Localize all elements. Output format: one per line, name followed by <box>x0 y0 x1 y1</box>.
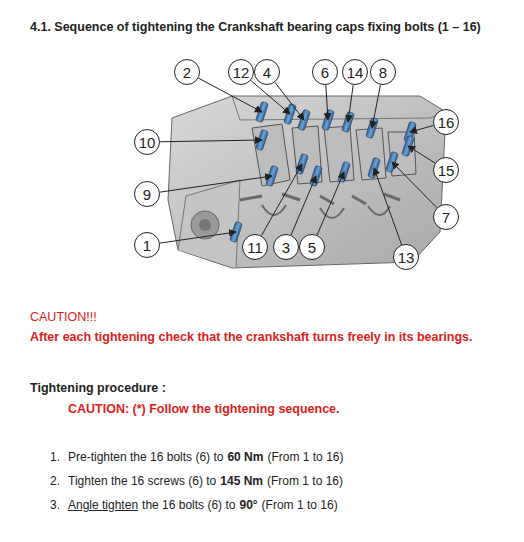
label-text: Pre-tighten the 16 bolts (6) to <box>68 450 223 464</box>
callout-number: 6 <box>321 64 329 81</box>
label-text: the 16 bolts (6) to <box>142 498 235 512</box>
callout-number: 16 <box>438 114 455 131</box>
callout-circle: 8 <box>370 59 396 85</box>
leader-line <box>410 125 433 132</box>
leader-line <box>251 80 290 114</box>
callout-circle: 13 <box>393 244 419 270</box>
callout-number: 8 <box>379 64 387 81</box>
label-text: After each tightening check that the cra… <box>30 330 472 344</box>
callout-circle: 2 <box>174 59 200 85</box>
bearing-caps <box>252 124 416 186</box>
label-text: Angle tighten <box>68 498 138 512</box>
label-text: 2. <box>50 474 60 488</box>
callout-number: 10 <box>139 134 156 151</box>
callout-number: 7 <box>442 209 450 226</box>
callout-circle: 1 <box>134 232 160 258</box>
callout-circle: 5 <box>299 234 325 260</box>
bolts <box>230 101 417 242</box>
leader-line <box>198 78 262 112</box>
label-text: 3. <box>50 498 60 512</box>
leader-line <box>160 232 236 243</box>
leader-line <box>317 172 344 235</box>
callout-number: 9 <box>143 186 151 203</box>
callout-number: 14 <box>347 64 364 81</box>
callout-circle: 4 <box>254 59 280 85</box>
label-text: (From 1 to 16) <box>262 498 338 512</box>
callout-circle: 16 <box>433 109 459 135</box>
callout-number: 3 <box>282 239 290 256</box>
leader-line <box>408 146 435 163</box>
label-text: CAUTION: (*) Follow the tightening seque… <box>68 402 340 416</box>
leader-line <box>160 140 262 142</box>
label-text: 90° <box>239 498 257 512</box>
callout-number: 11 <box>247 239 263 256</box>
callout-number: 4 <box>263 64 271 81</box>
callout-number: 5 <box>308 239 316 256</box>
callout-circle: 3 <box>273 234 299 260</box>
label-text: 60 Nm <box>227 450 263 464</box>
heading: 4.1. Sequence of tightening the Cranksha… <box>30 20 481 34</box>
leader-line <box>348 85 353 122</box>
label-text: (From 1 to 16) <box>267 474 343 488</box>
label-text: Tightening procedure : <box>30 381 166 395</box>
callout-circle: 15 <box>433 157 459 183</box>
callout-number: 1 <box>143 237 151 254</box>
leader-line <box>374 168 402 245</box>
callout-circle: 12 <box>228 59 254 85</box>
engine-block <box>168 96 446 268</box>
leader-line <box>372 85 380 128</box>
leader-line <box>160 176 272 192</box>
callout-circle: 10 <box>134 129 160 155</box>
leader-line <box>291 176 316 235</box>
label-text: 145 Nm <box>220 474 263 488</box>
label-text: (From 1 to 16) <box>267 450 343 464</box>
leader-line <box>392 162 437 208</box>
leader-line <box>326 85 328 120</box>
callout-number: 13 <box>398 249 415 266</box>
callout-circle: 6 <box>312 59 338 85</box>
callout-number: 2 <box>183 64 191 81</box>
label-text: 1. <box>50 450 60 464</box>
crankshaft <box>240 194 400 218</box>
leader-line <box>275 82 304 120</box>
leader-line <box>261 164 302 236</box>
label-text: Tighten the 16 screws (6) to <box>68 474 216 488</box>
callout-circle: 14 <box>342 59 368 85</box>
callout-number: 12 <box>233 64 250 81</box>
leader-lines <box>160 78 437 245</box>
callout-circle: 7 <box>433 204 459 230</box>
callout-circle: 11 <box>242 234 268 260</box>
callout-circle: 9 <box>134 181 160 207</box>
callout-number: 15 <box>438 162 455 179</box>
label-text: CAUTION!!! <box>30 310 97 324</box>
